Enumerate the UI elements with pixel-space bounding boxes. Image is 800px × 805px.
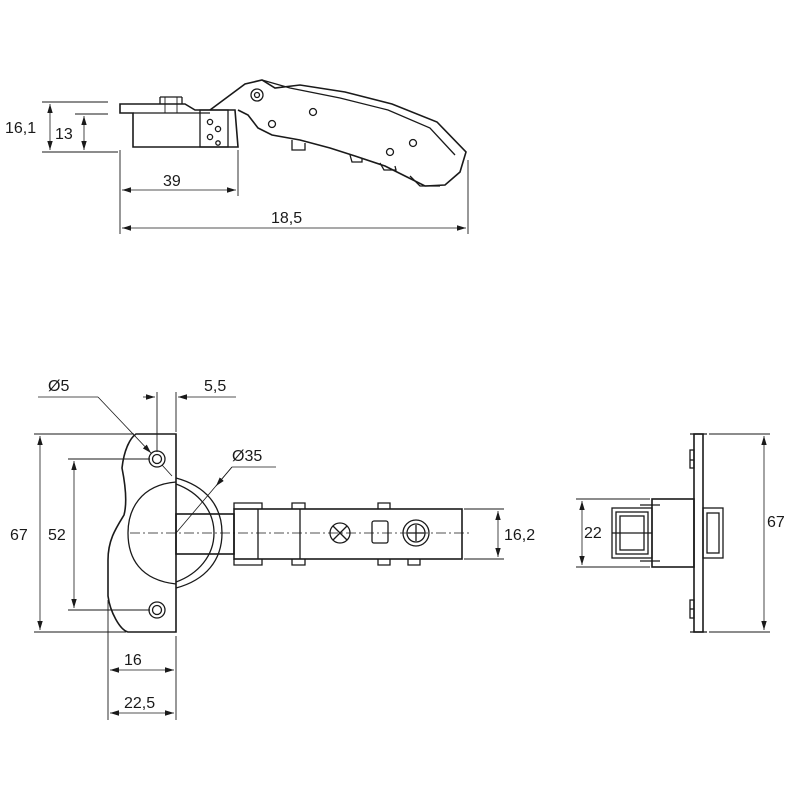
dim-side-height-inner: 13 bbox=[55, 126, 73, 143]
dim-arm-width: 16,2 bbox=[504, 527, 535, 544]
dim-plate-height: 67 bbox=[10, 527, 28, 544]
dim-side-plate-length: 39 bbox=[163, 173, 181, 190]
side-view: 16,1 13 39 18,5 bbox=[5, 79, 469, 234]
front-view: 67 52 Ø5 5,5 Ø35 16,2 16 22,5 bbox=[10, 378, 535, 720]
dim-end-plate-height: 67 bbox=[767, 514, 785, 531]
dim-hole-diameter: Ø5 bbox=[48, 378, 69, 395]
dim-side-height-outer: 16,1 bbox=[5, 120, 36, 137]
end-view: 22 67 bbox=[576, 433, 785, 633]
dim-side-total-length: 18,5 bbox=[271, 210, 302, 227]
dim-cup-offset: 16 bbox=[124, 652, 142, 669]
dim-end-arm-width: 22 bbox=[584, 525, 602, 542]
dim-hole-offset: 5,5 bbox=[204, 378, 226, 395]
dim-plate-width: 22,5 bbox=[124, 695, 155, 712]
dim-cup-diameter: Ø35 bbox=[232, 448, 262, 465]
dim-hole-spacing: 52 bbox=[48, 527, 66, 544]
